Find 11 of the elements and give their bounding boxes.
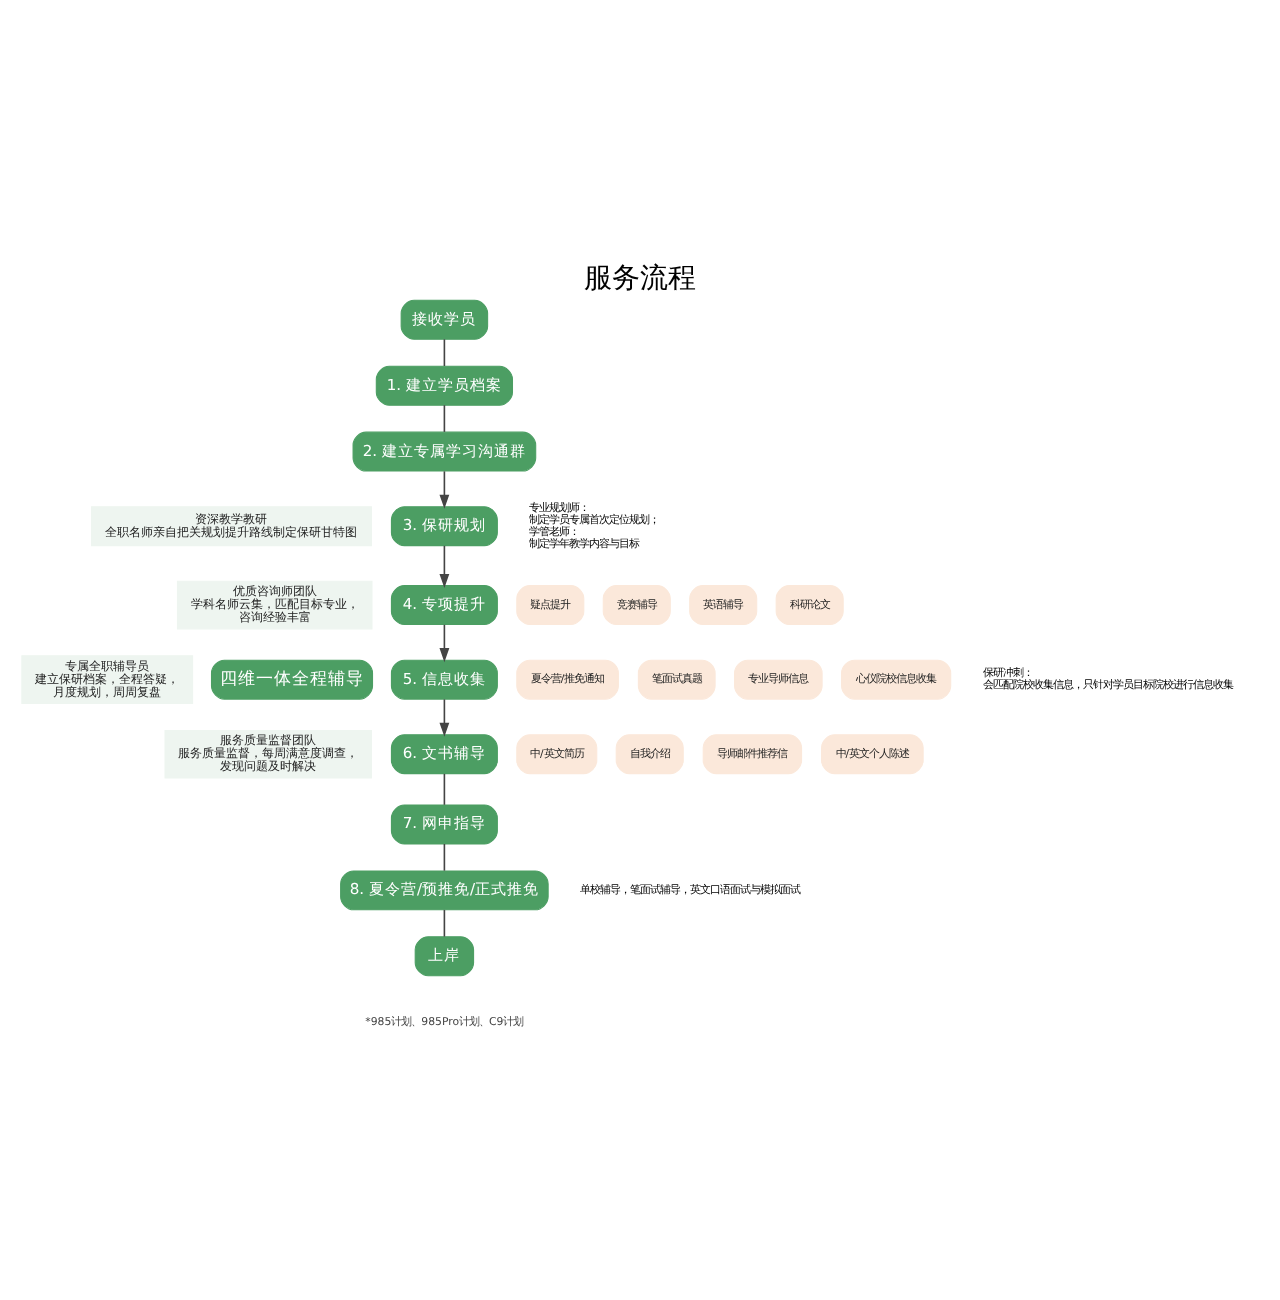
arrow xyxy=(439,697,450,736)
arrow xyxy=(439,544,450,588)
node-box: 四维一体全程辅导 xyxy=(210,658,374,699)
arrow xyxy=(439,469,450,508)
connector xyxy=(443,908,446,937)
connector xyxy=(443,403,446,432)
arrow xyxy=(439,623,450,662)
connector xyxy=(443,337,446,366)
diagram-title: 服务流程 xyxy=(584,262,696,295)
connector xyxy=(443,842,446,871)
connector xyxy=(443,772,446,805)
